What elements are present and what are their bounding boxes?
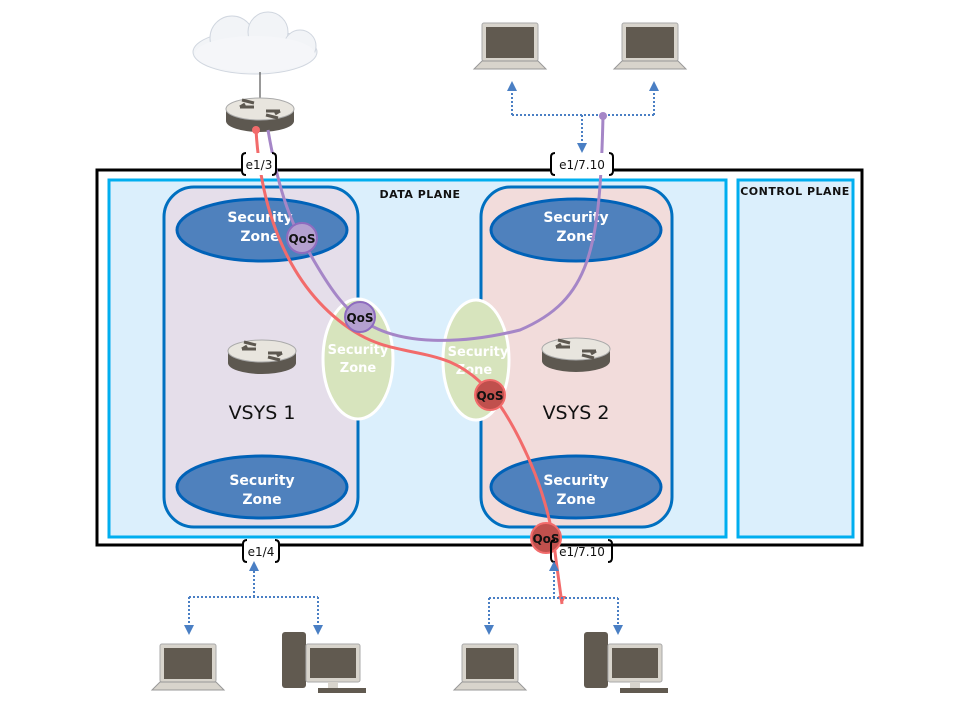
svg-text:e1/7.10: e1/7.10 — [559, 158, 605, 172]
red-path-endpoint — [252, 126, 260, 134]
edge-router-icon — [224, 96, 296, 134]
svg-text:Security: Security — [448, 345, 509, 360]
laptop-icon — [613, 22, 687, 70]
svg-text:Zone: Zone — [456, 363, 493, 378]
red-traffic-path — [254, 129, 564, 605]
svg-text:Zone: Zone — [556, 492, 595, 508]
qos-marker-purple: QoS — [286, 222, 318, 254]
svg-text:QoS: QoS — [346, 311, 373, 325]
top-dotted-links — [507, 81, 659, 153]
svg-text:Security: Security — [328, 343, 389, 358]
vsys1-router-icon — [226, 338, 298, 376]
svg-text:e1/3: e1/3 — [246, 158, 273, 172]
interface-e1-3: e1/3 — [241, 152, 277, 176]
bottom-right-dotted-links — [484, 561, 623, 635]
red-path-arrow — [558, 596, 566, 604]
svg-text:Zone: Zone — [556, 229, 595, 245]
vsys2-label: VSYS 2 — [543, 402, 610, 424]
svg-text:e1/7.10: e1/7.10 — [559, 545, 605, 559]
cloud-icon — [192, 11, 318, 75]
svg-text:Security: Security — [543, 473, 608, 489]
data-plane-label: DATA PLANE — [379, 188, 460, 201]
interface-e1-7-10-top: e1/7.10 — [550, 152, 614, 176]
svg-text:QoS: QoS — [288, 232, 315, 246]
laptop-icon — [151, 643, 225, 691]
svg-text:Security: Security — [543, 210, 608, 226]
qos-marker-purple: QoS — [344, 301, 376, 333]
svg-text:Zone: Zone — [340, 361, 377, 376]
laptop-icon — [453, 643, 527, 691]
bottom-left-dotted-links — [184, 561, 323, 635]
svg-text:QoS: QoS — [476, 389, 503, 403]
desktop-computer-icon — [281, 631, 367, 694]
svg-text:Zone: Zone — [240, 229, 279, 245]
svg-text:Zone: Zone — [242, 492, 281, 508]
control-plane — [736, 178, 855, 539]
vsys1-label: VSYS 1 — [229, 402, 296, 424]
purple-path-endpoint — [599, 112, 607, 120]
control-plane-label: CONTROL PLANE — [740, 185, 850, 198]
laptop-icon — [473, 22, 547, 70]
svg-text:e1/4: e1/4 — [248, 545, 275, 559]
svg-text:Security: Security — [229, 473, 294, 489]
svg-text:Security: Security — [227, 210, 292, 226]
qos-marker-red: QoS — [530, 522, 562, 554]
desktop-computer-icon — [583, 631, 669, 694]
svg-text:QoS: QoS — [532, 532, 559, 546]
interface-e1-4: e1/4 — [242, 539, 280, 563]
vsys2-router-icon — [540, 336, 612, 374]
qos-marker-red: QoS — [474, 379, 506, 411]
